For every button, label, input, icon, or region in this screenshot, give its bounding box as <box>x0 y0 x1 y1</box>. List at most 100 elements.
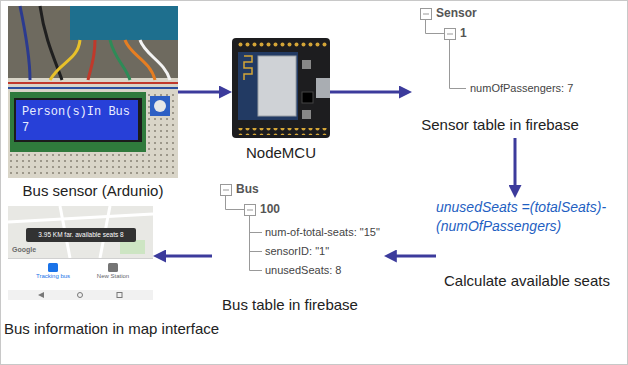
snackbar <box>26 228 136 242</box>
text-slot: num-of-total-seats: "15" <box>265 225 380 239</box>
lcd-line: Person(s)In Bus <box>22 104 130 120</box>
text-slot: New Station <box>97 273 129 280</box>
bus-tab-icon <box>48 263 58 272</box>
minus-sign <box>447 34 453 35</box>
flow-arrow <box>330 91 406 94</box>
bus-tree-lines <box>221 185 263 271</box>
map-park <box>120 240 145 254</box>
stage-caption: Bus table in firebase <box>222 296 358 314</box>
stage-caption: Bus sensor (Ardunio) <box>23 182 164 200</box>
arduino-board <box>70 6 178 40</box>
stage-caption: Bus information in map interface <box>4 320 219 338</box>
jumper-wire <box>140 40 170 80</box>
collapse-icon <box>445 29 456 40</box>
button <box>302 60 311 69</box>
map-screenshot <box>8 206 153 300</box>
jumper-wire <box>20 6 30 80</box>
antenna-trace <box>244 56 252 80</box>
esp-module <box>238 52 298 120</box>
metal-shield <box>258 56 296 116</box>
tree-branch <box>450 40 467 89</box>
stage-caption: NodeMCU <box>246 144 316 162</box>
nav-recent <box>117 293 122 298</box>
tree-key: 100 <box>260 202 280 217</box>
text-slot: Tracking bus <box>36 273 70 280</box>
formula: unusedSeats =(totalSeats)-(numOfPassenge… <box>436 198 618 236</box>
nav-bar <box>8 290 153 300</box>
text-slot: 3.95 KM far. available seats 8 <box>38 230 123 239</box>
bus-table: Bus100 num-of-total-seats: "15" sensorID: … <box>212 178 384 318</box>
tab-label: New Station <box>97 273 129 280</box>
flow-arrow <box>390 255 436 258</box>
text-slot: 1 <box>460 26 467 41</box>
tree-branch <box>426 20 445 34</box>
tree-branch <box>226 196 245 210</box>
ground-rail <box>8 87 178 89</box>
text-slot: Sensor table in firebase <box>421 116 579 134</box>
text-slot: numOfPassengers: 7 <box>470 81 573 95</box>
bottom-panel <box>8 258 153 290</box>
jumper-wire <box>125 40 155 80</box>
tree-key: 1 <box>460 26 467 41</box>
sensor-tree-lines <box>421 9 467 89</box>
tab-label: Tracking bus <box>36 273 70 280</box>
panel-divider <box>8 258 153 259</box>
nodemcu-board: NodeMCU <box>232 38 330 138</box>
lcd-pcb <box>10 92 146 152</box>
tree-entry: numOfPassengers: 7 <box>470 81 573 95</box>
breadboard <box>8 78 178 178</box>
text-slot: Bus sensor (Ardunio) <box>23 182 164 200</box>
tree-key: Sensor <box>436 6 477 21</box>
collapse-icon <box>221 185 232 196</box>
text-slot: unusedSeats =(totalSeats)-(numOfPassenge… <box>436 198 618 236</box>
lcd-line: 7 <box>22 120 29 136</box>
tree-entry: sensorID: "1" <box>265 244 329 258</box>
usb-chip <box>302 92 313 103</box>
text-slot: Calculate available seats <box>444 272 610 290</box>
flow-arrow <box>514 138 517 192</box>
breadboard-holes <box>8 92 178 178</box>
jumper-wire <box>88 40 95 80</box>
tree-key: Bus <box>236 182 259 197</box>
text-slot: Bus information in map interface <box>4 320 219 338</box>
station-tab-icon <box>108 263 118 272</box>
nav-home <box>78 293 83 298</box>
text-slot: unusedSeats: 8 <box>265 263 341 277</box>
tree-branch <box>249 216 250 271</box>
button <box>302 110 311 119</box>
collapse-icon <box>421 9 432 20</box>
pin-row <box>237 128 328 135</box>
map-logo: Google <box>12 246 36 254</box>
tree-entry: num-of-total-seats: "15" <box>265 225 380 239</box>
lcd-screen <box>16 100 138 140</box>
text-slot: Google <box>12 246 36 254</box>
bench-ground <box>8 6 178 178</box>
snackbar-text: 3.95 KM far. available seats 8 <box>38 230 123 239</box>
text-slot: Bus <box>236 182 259 197</box>
minus-sign <box>223 190 229 191</box>
map-road <box>8 214 153 222</box>
text-slot: Bus table in firebase <box>222 296 358 314</box>
jumper-wire <box>50 40 80 80</box>
potentiometer-knob <box>154 100 166 112</box>
power-rail <box>8 82 178 84</box>
text-slot: Person(s)In Bus <box>22 104 130 120</box>
pcb <box>232 38 330 138</box>
flow-arrow <box>160 255 213 258</box>
minus-sign <box>423 14 429 15</box>
flow-arrow <box>178 91 226 94</box>
sensor-table: Sensor 1 numOfPassengers: 7 Sensor table in… <box>412 4 583 138</box>
text-slot: Sensor <box>436 6 477 21</box>
collapse-icon <box>245 205 256 216</box>
usb-port <box>316 78 330 98</box>
tree-tick <box>250 232 263 233</box>
map-screen: 3.95 KM far. available seats 8GoogleTrac… <box>8 206 153 300</box>
pin-row <box>237 41 328 48</box>
text-slot: sensorID: "1" <box>265 244 329 258</box>
tree-tick <box>250 270 263 271</box>
map-ground <box>8 206 153 300</box>
lcd-bezel <box>14 98 142 142</box>
bus-sensor-photo <box>8 6 178 178</box>
